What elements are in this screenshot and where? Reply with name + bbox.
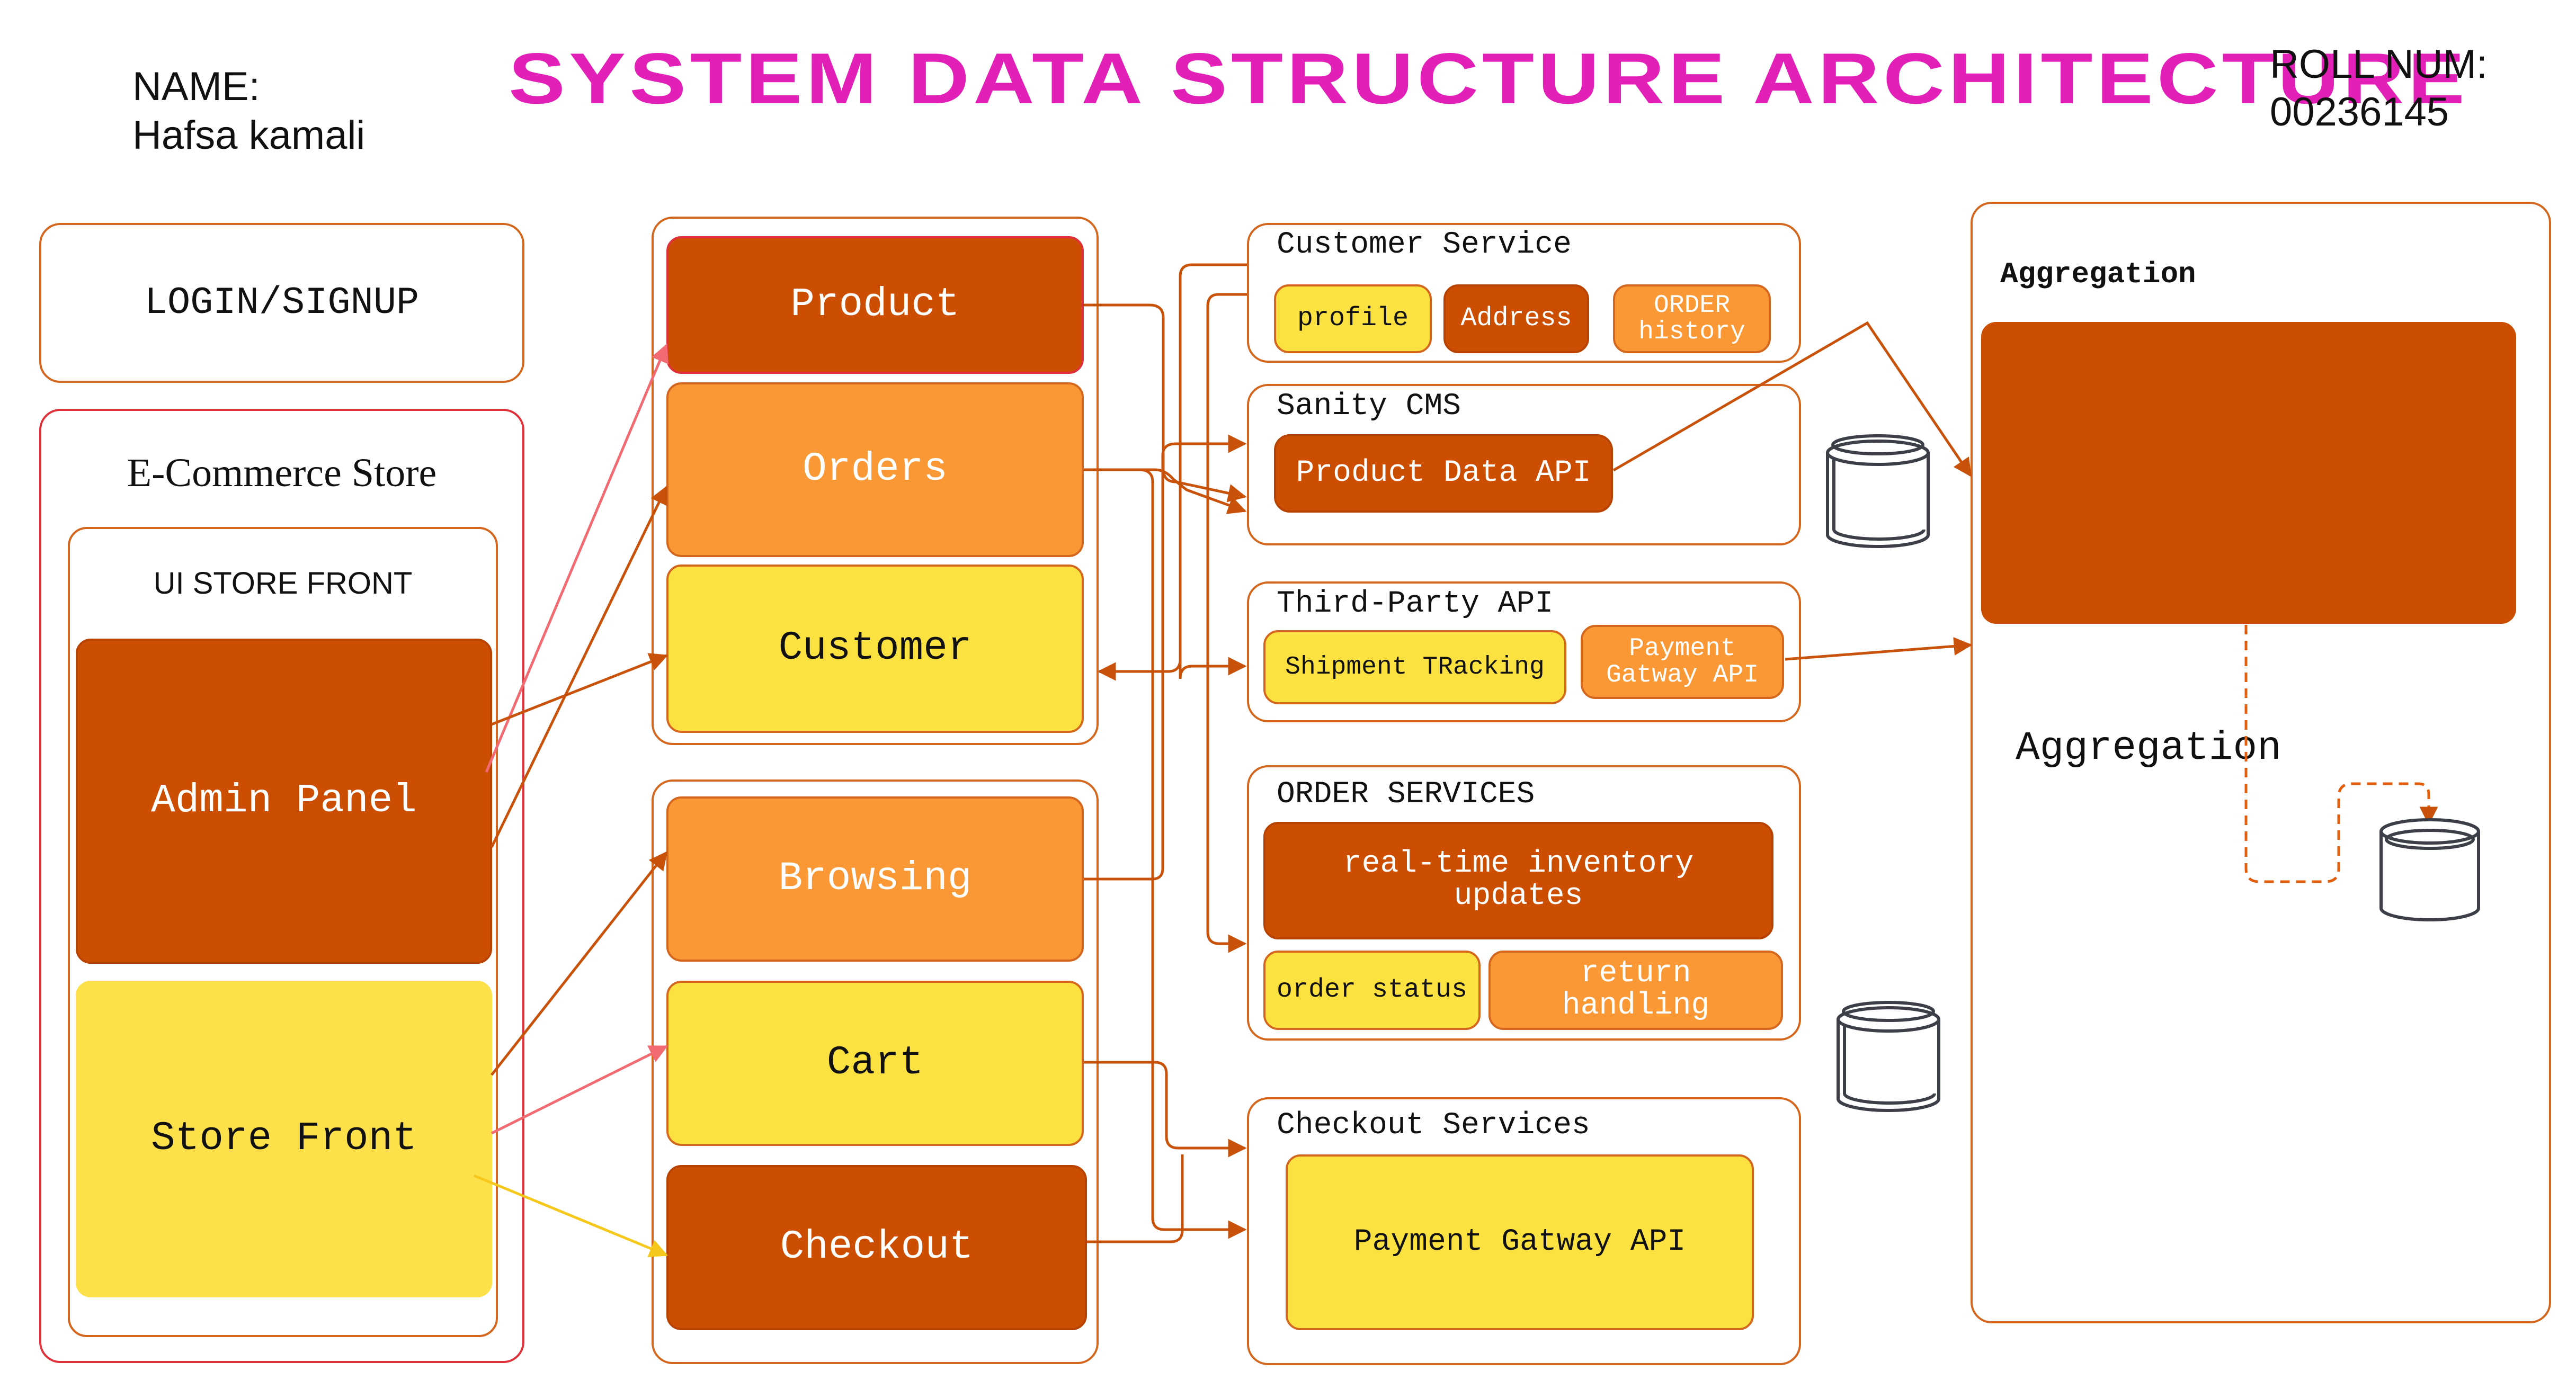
roll-value: 00236145 [2270,89,2449,135]
admin-panel-label: Admin Panel [151,778,417,824]
arrow-admin-to-customer [491,653,668,726]
admin-panel-button[interactable]: Admin Panel [76,639,492,964]
checkout-label: Checkout [780,1224,974,1270]
profile-chip[interactable]: profile [1274,284,1432,353]
dashed-aggregation-connector [2244,625,2438,883]
address-label: Address [1460,303,1572,334]
inventory-updates-label-2: updates [1454,879,1583,913]
login-box[interactable]: LOGIN/SIGNUP [39,223,524,383]
arrow-admin-to-product [485,343,668,773]
arrow-product-to-sanity [1084,303,1247,503]
order-status-chip[interactable]: order status [1263,951,1481,1030]
customer-module[interactable]: Customer [666,564,1084,733]
arrow-storefront-to-browsing [491,851,668,1076]
login-label: LOGIN/SIGNUP [144,281,420,325]
checkout-payment-gateway-label: Payment Gatway API [1353,1224,1686,1259]
shipment-tracking-label: Shipment TRacking [1285,652,1545,682]
checkout-services-title: Checkout Services [1277,1108,1590,1143]
return-handling-label-2: handling [1562,989,1710,1023]
checkout-module[interactable]: Checkout [666,1165,1087,1330]
cart-label: Cart [826,1040,924,1086]
page-title: SYSTEM DATA STRUCTURE ARCHITECTURE [509,38,2468,119]
orders-module[interactable]: Orders [666,382,1084,557]
store-front-label: Store Front [151,1116,417,1162]
arrow-orders-to-checkout-services [1138,468,1247,1239]
return-handling-chip[interactable]: return handling [1488,951,1783,1030]
customer-service-title: Customer Service [1277,228,1572,262]
aggregation-label: Aggregation [2016,725,2281,771]
product-data-api-label: Product Data API [1296,455,1591,490]
arrow-browsing-to-sanity [1084,434,1247,881]
aggregation-title: Aggregation [2000,257,2196,291]
order-status-label: order status [1276,974,1468,1005]
payment-gateway-label-2: Gatway API [1606,661,1759,689]
third-party-api-title: Third-Party API [1277,587,1554,621]
payment-gateway-api-chip[interactable]: Payment Gatway API [1581,625,1784,699]
arrow-storefront-to-cart [491,1045,668,1135]
orders-label: Orders [803,446,948,492]
arrow-cms-to-aggregation [1612,321,1972,477]
store-front-button[interactable]: Store Front [76,981,492,1297]
arrow-orders-to-sanity [1084,468,1247,514]
arrow-payment-to-aggregation [1785,637,1973,661]
product-label: Product [790,282,960,328]
profile-label: profile [1297,303,1409,334]
order-history-label-1: ORDER [1653,291,1731,320]
cart-module[interactable]: Cart [666,981,1084,1146]
browsing-module[interactable]: Browsing [666,796,1084,962]
database-icon [1826,434,1930,548]
arrow-to-third-party [1179,657,1247,679]
arrow-admin-to-orders [490,485,668,848]
product-module[interactable]: Product [666,236,1084,374]
arrow-to-order-services [1206,293,1247,953]
order-services-title: ORDER SERVICES [1277,777,1535,812]
name-value: Hafsa kamali [132,113,366,158]
arrow-cart-to-checkout-services [1084,1061,1247,1158]
shipment-tracking-chip[interactable]: Shipment TRacking [1263,630,1566,704]
aggregation-block [1981,322,2516,624]
arrow-customer-service-to-customer [1097,263,1247,681]
order-history-label-2: history [1638,318,1745,346]
database-icon [2379,818,2480,921]
ui-store-front-title: UI STORE FRONT [153,566,413,601]
payment-gateway-label-1: Payment [1629,634,1736,663]
browsing-label: Browsing [778,856,972,902]
arrow-storefront-to-checkout [474,1174,668,1258]
inventory-updates-chip[interactable]: real-time inventory updates [1263,822,1773,939]
customer-label: Customer [778,625,972,671]
sanity-cms-title: Sanity CMS [1277,389,1461,424]
roll-label: ROLL NUM: [2270,42,2488,87]
ecommerce-store-title: E-Commerce Store [127,451,437,495]
inventory-updates-label-1: real-time inventory [1343,847,1694,882]
address-chip[interactable]: Address [1443,284,1589,353]
product-data-api[interactable]: Product Data API [1274,434,1613,513]
return-handling-label-1: return [1580,956,1691,991]
name-label: NAME: [132,64,260,109]
checkout-payment-gateway[interactable]: Payment Gatway API [1286,1154,1754,1330]
order-history-chip[interactable]: ORDER history [1613,284,1771,353]
database-icon [1837,1001,1940,1112]
